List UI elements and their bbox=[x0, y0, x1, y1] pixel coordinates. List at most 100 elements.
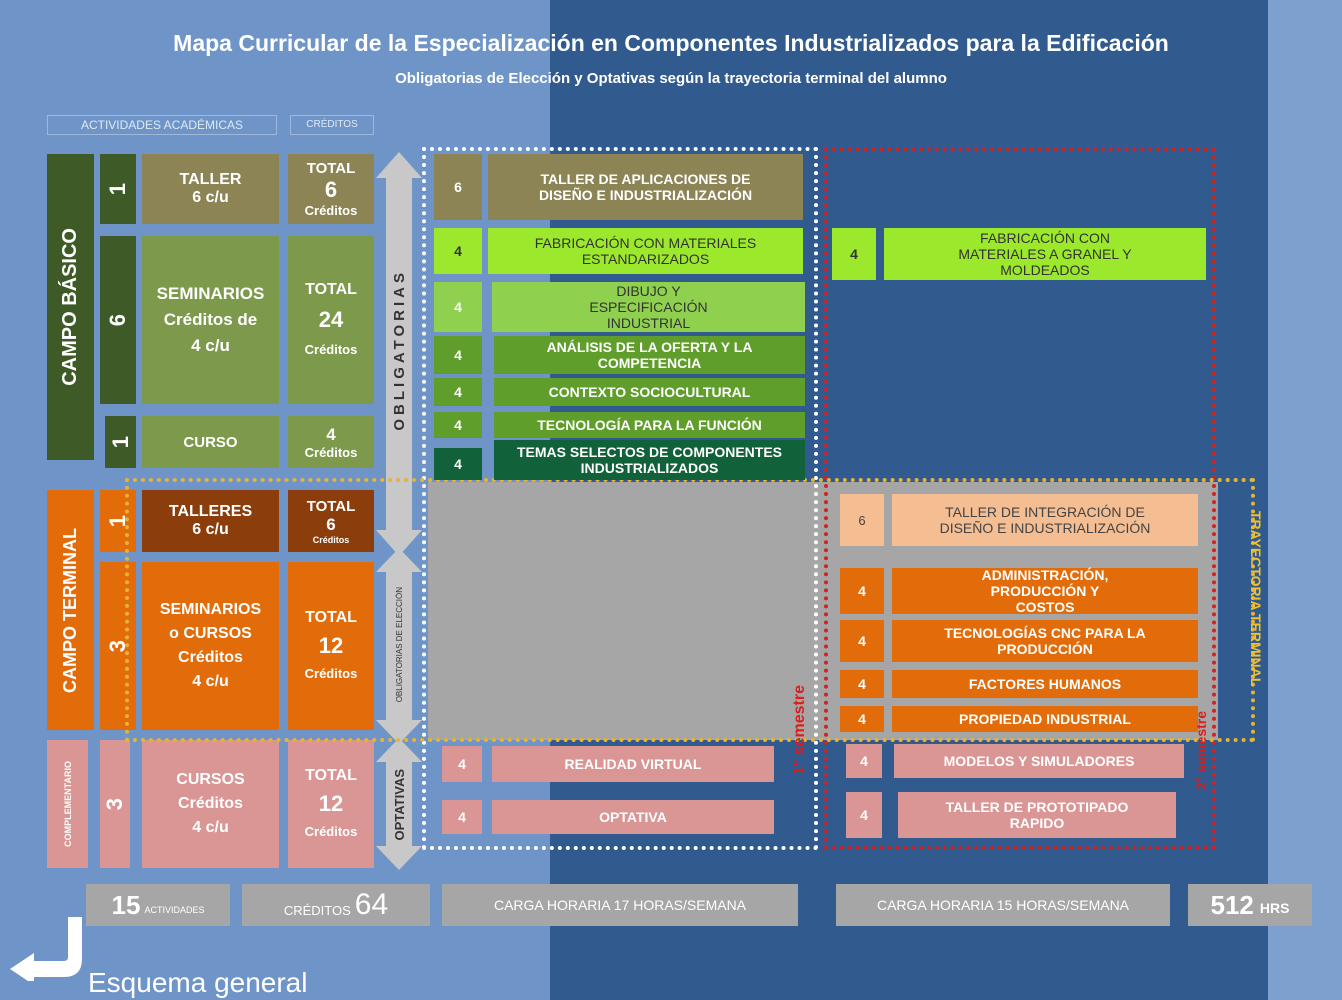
total-semcursos-unit: Créditos bbox=[304, 666, 358, 681]
total-semcursos: TOTAL 12 Créditos bbox=[288, 562, 374, 730]
sem2-term-2-credits: 4 bbox=[840, 620, 884, 662]
row-taller-name: TALLER bbox=[179, 171, 242, 188]
row-talleres-detail: 6 c/u bbox=[192, 521, 229, 538]
total-talleres: TOTAL 6 Créditos bbox=[288, 490, 374, 552]
total-talleres-value: 6 bbox=[326, 514, 336, 534]
label-optativas: OPTATIVAS bbox=[387, 760, 411, 850]
arrow-optativas bbox=[376, 738, 422, 870]
row-cursos: CURSOS Créditos 4 c/u bbox=[142, 740, 279, 868]
sem2-term-2-name: TECNOLOGÍAS CNC PARA LA PRODUCCIÓN bbox=[892, 620, 1198, 662]
row-taller-detail: 6 c/u bbox=[192, 189, 229, 206]
frame-semester-1 bbox=[422, 147, 818, 850]
row-curso-name: CURSO bbox=[183, 433, 238, 451]
sem1-item-6-credits: 4 bbox=[434, 448, 482, 480]
row-semcursos-name: SEMINARIOS bbox=[159, 601, 262, 618]
field-basico-label: CAMPO BÁSICO bbox=[59, 228, 81, 386]
sem1-opt-1-name: OPTATIVA bbox=[492, 800, 774, 834]
sem1-opt-1-credits: 4 bbox=[442, 800, 482, 834]
frame-trayectoria bbox=[125, 478, 1255, 742]
label-optativas-text: OPTATIVAS bbox=[391, 769, 407, 841]
footer-activities: 15 ACTIVIDADES bbox=[86, 884, 230, 926]
header-activities: ACTIVIDADES ACADÉMICAS bbox=[47, 115, 277, 135]
label-semester-2-text: 2° semestre bbox=[1193, 710, 1209, 790]
row-seminarios-detail: Créditos de bbox=[163, 310, 258, 329]
sem1-item-3-name: ANÁLISIS DE LA OFERTA Y LA COMPETENCIA bbox=[494, 336, 805, 374]
label-semester-2: 2° semestre bbox=[1188, 690, 1214, 810]
footer-credits: CRÉDITOS 64 bbox=[242, 884, 430, 926]
sem1-item-0-name: TALLER DE APLICACIONES DE DISEÑO E INDUS… bbox=[488, 154, 803, 220]
row-cursos-detail: Créditos bbox=[178, 795, 243, 812]
sem1-item-4-name: CONTEXTO SOCIOCULTURAL bbox=[494, 378, 805, 406]
total-taller-label: TOTAL bbox=[306, 160, 356, 177]
sem2-term-1-name: ADMINISTRACIÓN, PRODUCCIÓN Y COSTOS bbox=[892, 567, 1198, 615]
total-seminarios-value: 24 bbox=[318, 307, 344, 332]
count-curso-value: 1 bbox=[107, 435, 133, 449]
sem1-item-4-credits: 4 bbox=[434, 378, 482, 406]
total-cursos-value: 12 bbox=[318, 791, 344, 816]
sem2-term-0-credits: 6 bbox=[840, 494, 884, 546]
total-cursos-label: TOTAL bbox=[305, 767, 357, 784]
footer-credits-label: CRÉDITOS bbox=[283, 902, 351, 918]
field-terminal-label: CAMPO TERMINAL bbox=[60, 527, 80, 693]
sem2-basic-name: FABRICACIÓN CON MATERIALES A GRANEL Y MO… bbox=[884, 228, 1206, 280]
sem2-opt-0-name: MODELOS Y SIMULADORES bbox=[894, 744, 1184, 778]
field-complementario-label: COMPLEMENTARIO bbox=[62, 761, 73, 847]
row-seminarios: SEMINARIOS Créditos de 4 c/u bbox=[142, 236, 279, 404]
sem2-opt-1-credits: 4 bbox=[846, 792, 882, 838]
total-taller-unit: Créditos bbox=[304, 203, 358, 218]
row-seminarios-detail2: 4 c/u bbox=[191, 336, 230, 355]
row-semcursos-detail: Créditos bbox=[178, 649, 243, 666]
label-semester-1: 1° semestre bbox=[786, 660, 814, 800]
count-talleres: 1 bbox=[100, 490, 136, 552]
sem1-item-5-name: TECNOLOGÍA PARA LA FUNCIÓN bbox=[494, 412, 805, 438]
sem1-item-2-name: DIBUJO Y ESPECIFICACIÓN INDUSTRIAL bbox=[492, 282, 805, 332]
count-cursos: 3 bbox=[100, 740, 130, 868]
count-semcursos: 3 bbox=[100, 562, 136, 730]
footer-activities-label: ACTIVIDADES bbox=[144, 905, 205, 915]
total-curso-unit: Créditos bbox=[304, 444, 358, 460]
total-seminarios: TOTAL 24 Créditos bbox=[288, 236, 374, 404]
total-taller-value: 6 bbox=[324, 177, 338, 202]
sem1-item-6-name: TEMAS SELECTOS DE COMPONENTES INDUSTRIAL… bbox=[494, 440, 805, 480]
count-cursos-value: 3 bbox=[102, 797, 127, 811]
footer-carga-2: CARGA HORARIA 15 HORAS/SEMANA bbox=[836, 884, 1170, 926]
row-semcursos-name2: o CURSOS bbox=[169, 625, 252, 642]
background-right bbox=[1268, 0, 1342, 1000]
total-cursos: TOTAL 12 Créditos bbox=[288, 740, 374, 868]
count-taller-value: 1 bbox=[105, 182, 130, 196]
sem2-term-0-name: TALLER DE INTEGRACIÓN DE DISEÑO E INDUST… bbox=[892, 494, 1198, 546]
page-title: Mapa Curricular de la Especialización en… bbox=[173, 30, 1169, 56]
sem1-item-1-credits: 4 bbox=[434, 228, 482, 274]
nav-label: Esquema general bbox=[88, 967, 308, 998]
row-cursos-detail2: 4 c/u bbox=[192, 819, 229, 836]
row-talleres-name: TALLERES bbox=[168, 503, 253, 520]
count-seminarios-value: 6 bbox=[105, 313, 130, 327]
field-complementario: COMPLEMENTARIO bbox=[47, 740, 88, 868]
sem2-opt-0-credits: 4 bbox=[846, 744, 882, 778]
label-trayectoria-text: TRAYECTORIA TERMINAL bbox=[1248, 511, 1264, 687]
count-seminarios: 6 bbox=[100, 236, 136, 404]
sem1-opt-0-credits: 4 bbox=[442, 746, 482, 782]
total-curso: 4 Créditos bbox=[288, 416, 374, 468]
label-obligatorias: OBLIGATORIAS bbox=[387, 240, 411, 460]
header-credits: CRÉDITOS bbox=[290, 115, 374, 135]
footer-hours-label: HRS bbox=[1259, 900, 1290, 916]
total-semcursos-value: 12 bbox=[318, 633, 344, 658]
footer-hours-num: 512 bbox=[1210, 889, 1254, 920]
double-arrows-icon bbox=[376, 152, 422, 870]
row-cursos-name: CURSOS bbox=[176, 771, 245, 788]
arrow-eleccion bbox=[376, 548, 422, 744]
footer-activities-num: 15 bbox=[111, 889, 141, 920]
sem2-basic-credits: 4 bbox=[832, 228, 876, 280]
arrow-obligatorias bbox=[376, 152, 422, 556]
total-taller: TOTAL 6 Créditos bbox=[288, 154, 374, 224]
count-curso: 1 bbox=[105, 416, 136, 468]
nav-esquema-general[interactable]: Esquema general bbox=[8, 915, 308, 1000]
page-subtitle: Obligatorias de Elección y Optativas seg… bbox=[395, 70, 947, 87]
row-curso: CURSO bbox=[142, 416, 279, 468]
footer-carga-1: CARGA HORARIA 17 HORAS/SEMANA bbox=[442, 884, 798, 926]
sem2-term-3-name: FACTORES HUMANOS bbox=[892, 670, 1198, 698]
sem2-term-4-name: PROPIEDAD INDUSTRIAL bbox=[892, 706, 1198, 732]
row-seminarios-name: SEMINARIOS bbox=[156, 284, 265, 303]
sem2-term-3-credits: 4 bbox=[840, 670, 884, 698]
